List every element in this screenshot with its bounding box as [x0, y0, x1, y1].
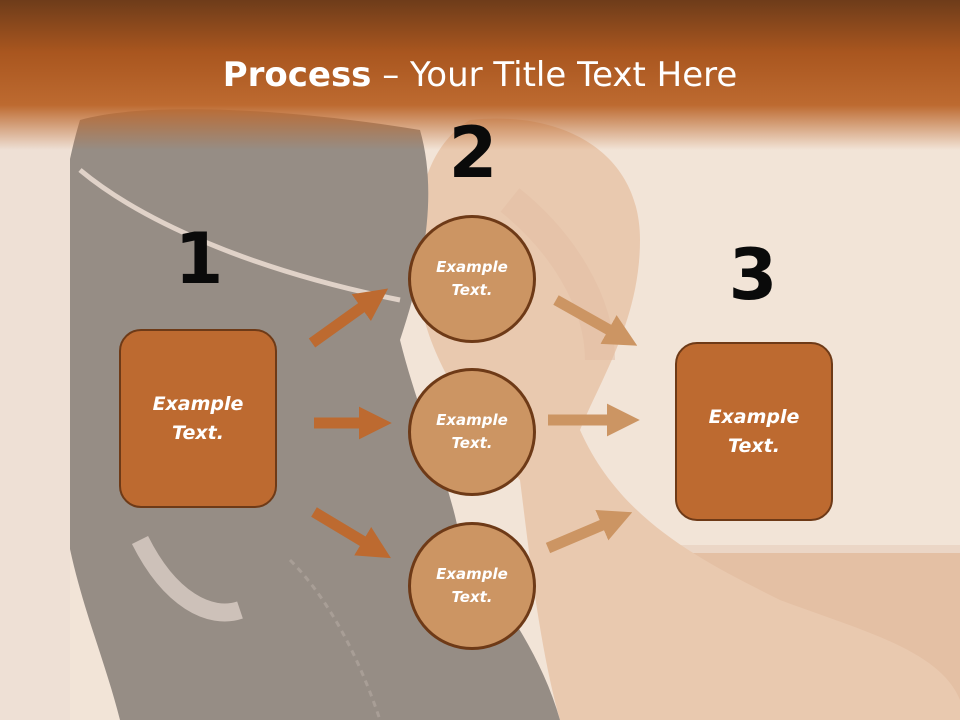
circle-bottom-line1: Example	[436, 565, 508, 583]
step-number-3: 3	[728, 234, 778, 316]
title-bold: Process	[222, 55, 372, 95]
circle-middle-line2: Text.	[451, 434, 493, 452]
step-3-text-line1: Example	[708, 405, 800, 428]
step-3-box[interactable]: Example Text.	[675, 342, 833, 521]
circle-top-text: Example Text.	[436, 256, 508, 302]
step-number-2: 2	[448, 112, 498, 194]
title-bar	[0, 0, 960, 150]
arrow-1-to-circle-top	[308, 288, 389, 348]
title-rest: – Your Title Text Here	[371, 55, 738, 95]
circle-top-line2: Text.	[451, 281, 493, 299]
circle-bottom-text: Example Text.	[436, 563, 508, 609]
step-2-circle-top[interactable]: Example Text.	[408, 215, 536, 343]
circle-middle-text: Example Text.	[436, 409, 508, 455]
step-1-box[interactable]: Example Text.	[119, 329, 277, 508]
slide-title: Process – Your Title Text Here	[0, 50, 960, 100]
step-3-text: Example Text.	[709, 403, 800, 461]
step-1-text-line2: Text.	[172, 421, 224, 444]
step-1-text-line1: Example	[152, 392, 244, 415]
circle-middle-line1: Example	[436, 411, 508, 429]
step-2-circle-bottom[interactable]: Example Text.	[408, 522, 536, 650]
step-2-circle-middle[interactable]: Example Text.	[408, 368, 536, 496]
arrow-circle-top-to-3	[553, 295, 638, 346]
circle-top-line1: Example	[436, 258, 508, 276]
arrow-1-to-circle-bottom	[311, 507, 391, 559]
circle-bottom-line2: Text.	[451, 588, 493, 606]
step-1-text: Example Text.	[153, 390, 244, 448]
step-3-text-line2: Text.	[728, 434, 780, 457]
arrow-circle-bottom-to-3	[545, 509, 633, 554]
step-number-1: 1	[174, 218, 224, 300]
